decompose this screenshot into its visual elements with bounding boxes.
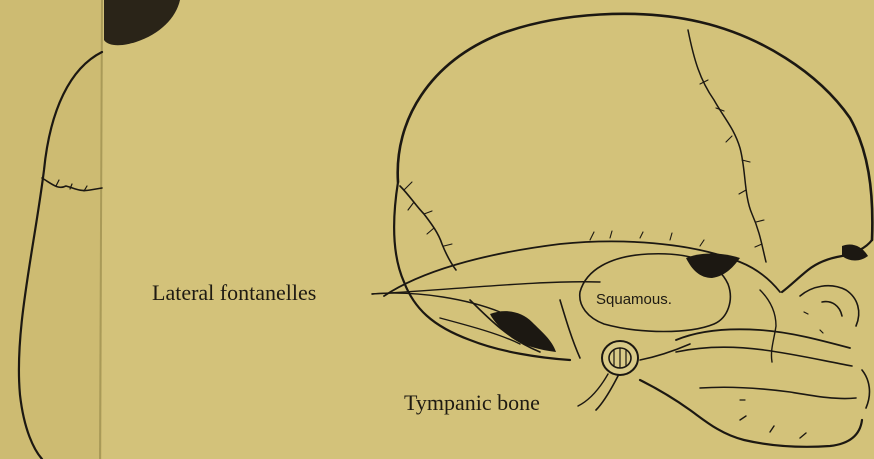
left-page-edge [0, 0, 102, 459]
label-lateral-fontanelles: Lateral fontanelles [152, 280, 316, 305]
tympanic-ring [602, 341, 638, 375]
label-tympanic-bone: Tympanic bone [404, 390, 540, 415]
label-squamous: Squamous. [596, 291, 672, 308]
